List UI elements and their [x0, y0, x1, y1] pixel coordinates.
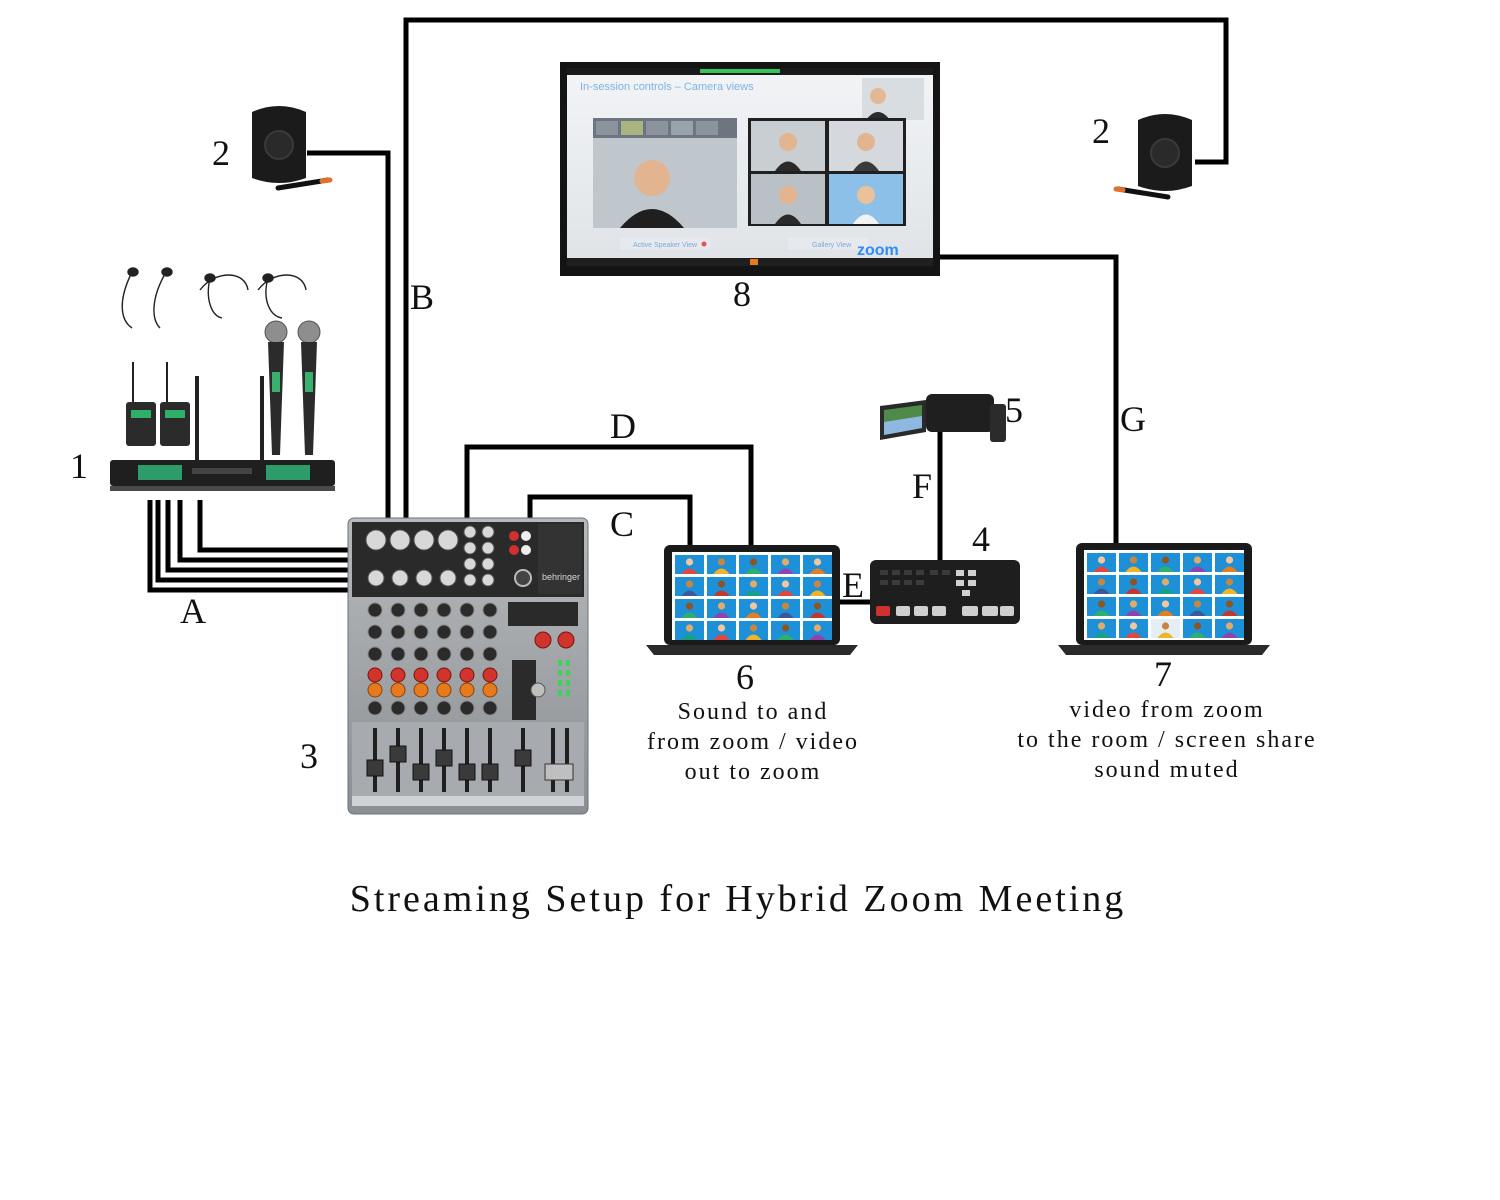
participant-avatar-icon: [1098, 622, 1105, 629]
device-number-6: 6: [736, 657, 754, 697]
participant-avatar-icon: [718, 580, 725, 587]
connection-label-b: B: [410, 277, 434, 317]
caption-line: Sound to and: [678, 699, 829, 725]
participant-avatar-icon: [782, 580, 789, 587]
tv-display: In-session controls – Camera views Activ…: [560, 62, 940, 276]
participant-avatar-icon: [1162, 556, 1169, 563]
zoom-logo: zoom: [857, 242, 899, 259]
pa-speaker-left-icon: [252, 106, 330, 188]
lavalier-mic-icon: [122, 268, 306, 328]
wire-a: [150, 500, 350, 590]
wireless-mic-system: [110, 268, 335, 491]
participant-avatar-icon: [1130, 622, 1137, 629]
receiver-icon: [110, 460, 335, 491]
participant-avatar-icon: [1098, 556, 1105, 563]
participant-avatar-icon: [782, 624, 789, 631]
bodypack-transmitter-icon: [126, 362, 190, 446]
caption-line: video from zoom: [1069, 697, 1264, 723]
gallery-view-label: Gallery View: [812, 242, 852, 249]
caption-line: sound muted: [1094, 757, 1239, 783]
participant-avatar-icon: [814, 624, 821, 631]
participant-avatar-icon: [1194, 578, 1201, 585]
participant-avatar-icon: [1194, 600, 1201, 607]
laptop-room: [1058, 543, 1270, 655]
device-number-8: 8: [733, 274, 751, 314]
video-switcher: [870, 560, 1020, 624]
device-number-5: 5: [1005, 390, 1023, 430]
device-number-2-left: 2: [212, 133, 230, 173]
active-speaker-label: Active Speaker View: [633, 242, 698, 249]
participant-avatar-icon: [1130, 578, 1137, 585]
participant-avatar-icon: [686, 602, 693, 609]
participant-avatar-icon: [814, 602, 821, 609]
connection-label-d: D: [610, 406, 636, 446]
participant-avatar-icon: [814, 558, 821, 565]
participant-avatar-icon: [1226, 622, 1233, 629]
device-number-3: 3: [300, 736, 318, 776]
connection-label-f: F: [912, 466, 932, 506]
participant-avatar-icon: [782, 602, 789, 609]
connection-label-e: E: [842, 565, 864, 605]
caption-line: from zoom / video: [647, 729, 859, 755]
handheld-mic-icon: [265, 321, 320, 455]
participant-avatar-icon: [1226, 600, 1233, 607]
participant-avatar-icon: [1162, 600, 1169, 607]
diagram-title: Streaming Setup for Hybrid Zoom Meeting: [350, 878, 1127, 920]
participant-avatar-icon: [718, 558, 725, 565]
participant-avatar-icon: [718, 624, 725, 631]
participant-avatar-icon: [1130, 556, 1137, 563]
participant-avatar-icon: [750, 624, 757, 631]
laptop-stream-caption: Sound to and from zoom / video out to zo…: [647, 699, 859, 785]
mixer-brand-logo: behringer: [542, 572, 580, 582]
participant-avatar-icon: [782, 558, 789, 565]
connection-label-a: A: [180, 591, 206, 631]
caption-line: out to zoom: [685, 759, 822, 785]
pa-speaker-right-icon: [1116, 114, 1192, 197]
participant-avatar-icon: [750, 602, 757, 609]
participant-avatar-icon: [686, 558, 693, 565]
camcorder-icon: [880, 394, 1006, 442]
connection-label-c: C: [610, 504, 634, 544]
participant-avatar-icon: [1098, 600, 1105, 607]
connection-label-g: G: [1120, 399, 1146, 439]
participant-avatar-icon: [686, 624, 693, 631]
device-number-1: 1: [70, 446, 88, 486]
participant-avatar-icon: [1194, 622, 1201, 629]
device-number-4: 4: [972, 519, 990, 559]
device-number-7: 7: [1154, 654, 1172, 694]
participant-avatar-icon: [750, 580, 757, 587]
screen-heading: In-session controls – Camera views: [580, 81, 754, 93]
participant-avatar-icon: [1226, 556, 1233, 563]
participant-avatar-icon: [1098, 578, 1105, 585]
device-number-2-right: 2: [1092, 111, 1110, 151]
participant-avatar-icon: [750, 558, 757, 565]
participant-avatar-icon: [1130, 600, 1137, 607]
audio-mixer: behringer: [348, 518, 588, 814]
participant-avatar-icon: [718, 602, 725, 609]
caption-line: to the room / screen share: [1017, 727, 1316, 753]
participant-avatar-icon: [686, 580, 693, 587]
laptop-stream: [646, 545, 858, 655]
participant-avatar-icon: [1162, 578, 1169, 585]
participant-avatar-icon: [1162, 622, 1169, 629]
participant-avatar-icon: [1194, 556, 1201, 563]
laptop-room-caption: video from zoom to the room / screen sha…: [1017, 697, 1316, 783]
participant-avatar-icon: [1226, 578, 1233, 585]
participant-avatar-icon: [814, 580, 821, 587]
